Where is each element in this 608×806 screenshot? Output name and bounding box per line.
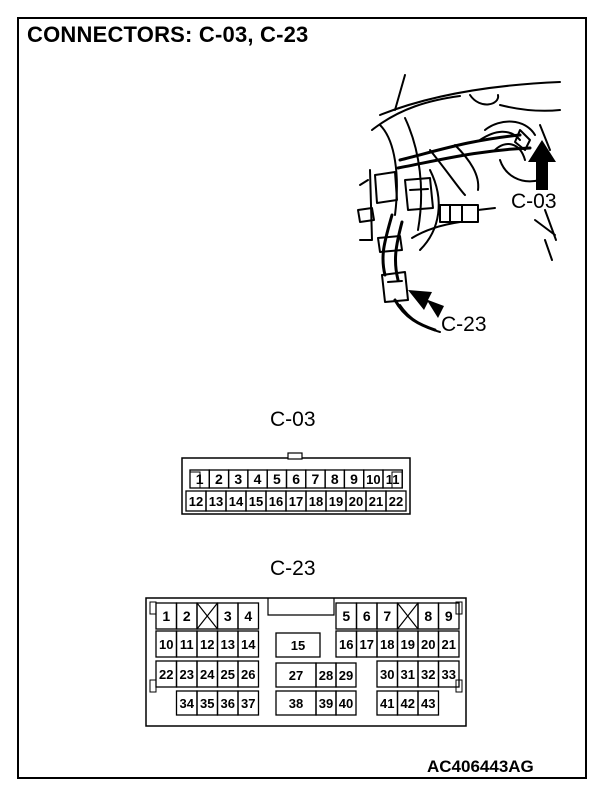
pin-number: 21 xyxy=(442,637,456,652)
pin-number: 1 xyxy=(196,471,204,487)
pin-number: 31 xyxy=(401,667,415,682)
pin-number: 39 xyxy=(319,696,333,711)
callout-c23: C-23 xyxy=(441,313,487,336)
pin-number: 8 xyxy=(424,608,432,624)
connector-c03-label: C-03 xyxy=(270,408,316,431)
pin-number: 2 xyxy=(215,471,223,487)
pin-number: 24 xyxy=(200,667,215,682)
pin-number: 12 xyxy=(189,494,203,509)
connector-c23-label: C-23 xyxy=(270,557,316,580)
pin-number: 7 xyxy=(383,608,391,624)
pin-number: 9 xyxy=(445,608,453,624)
unused-pin-cross xyxy=(397,602,419,630)
pin-cell xyxy=(385,490,407,512)
pin-number: 40 xyxy=(339,696,353,711)
pin-number: 29 xyxy=(339,668,353,683)
page-title: CONNECTORS: C-03, C-23 xyxy=(27,22,309,47)
pin-number: 10 xyxy=(159,637,173,652)
pin-number: 6 xyxy=(363,608,371,624)
pin-number: 14 xyxy=(241,637,256,652)
pin-number: 5 xyxy=(342,608,350,624)
pin-number: 36 xyxy=(221,696,235,711)
callout-c03: C-03 xyxy=(511,190,557,213)
pin-number: 22 xyxy=(389,494,403,509)
pin-number: 3 xyxy=(224,608,232,624)
pin-cell xyxy=(237,630,260,658)
pin-number: 7 xyxy=(312,471,320,487)
pin-number: 43 xyxy=(421,696,435,711)
pin-cell xyxy=(335,662,357,688)
pin-cell xyxy=(275,632,321,658)
pin-cell xyxy=(437,630,460,658)
pin-number: 42 xyxy=(401,696,415,711)
pin-number: 8 xyxy=(331,471,339,487)
pin-number: 1 xyxy=(162,608,170,624)
pin-number: 11 xyxy=(386,472,400,487)
pin-number: 13 xyxy=(209,494,223,509)
unused-pin-cross xyxy=(196,602,218,630)
pin-number: 5 xyxy=(273,471,281,487)
pin-number: 41 xyxy=(380,696,394,711)
pin-number: 34 xyxy=(180,696,195,711)
pin-number: 21 xyxy=(369,494,383,509)
pin-number: 38 xyxy=(289,696,303,711)
pin-number: 20 xyxy=(349,494,363,509)
pin-number: 13 xyxy=(221,637,235,652)
pin-number: 18 xyxy=(380,637,394,652)
pin-number: 26 xyxy=(241,667,255,682)
pin-number: 17 xyxy=(360,637,374,652)
pin-number: 9 xyxy=(350,471,358,487)
pin-number: 27 xyxy=(289,668,303,683)
figure-code: AC406443AG xyxy=(427,757,534,776)
pin-number: 28 xyxy=(319,668,333,683)
pin-number: 14 xyxy=(229,494,244,509)
pin-number: 19 xyxy=(401,637,415,652)
pin-number: 25 xyxy=(221,667,235,682)
pin-number: 3 xyxy=(234,471,242,487)
pin-cell xyxy=(417,690,440,716)
pin-cell xyxy=(382,469,403,489)
diagram-frame xyxy=(17,17,587,779)
pin-cell xyxy=(437,660,460,688)
pin-cell xyxy=(237,660,260,688)
pin-number: 11 xyxy=(180,637,194,652)
pin-number: 18 xyxy=(309,494,323,509)
pin-number: 16 xyxy=(269,494,283,509)
pin-cell xyxy=(237,690,260,716)
pin-number: 37 xyxy=(241,696,255,711)
pin-number: 2 xyxy=(183,608,191,624)
pin-number: 17 xyxy=(289,494,303,509)
pin-number: 16 xyxy=(339,637,353,652)
pin-number: 10 xyxy=(366,472,380,487)
pin-cell xyxy=(335,690,357,716)
pin-number: 19 xyxy=(329,494,343,509)
pin-number: 15 xyxy=(291,638,305,653)
pin-number: 35 xyxy=(200,696,214,711)
pin-number: 23 xyxy=(180,667,194,682)
pin-number: 6 xyxy=(292,471,300,487)
pin-number: 33 xyxy=(442,667,456,682)
pin-number: 15 xyxy=(249,494,263,509)
pin-number: 4 xyxy=(254,471,262,487)
pin-number: 32 xyxy=(421,667,435,682)
pin-number: 20 xyxy=(421,637,435,652)
pin-number: 22 xyxy=(159,667,173,682)
pin-cell xyxy=(237,602,260,630)
pin-number: 12 xyxy=(200,637,214,652)
pin-cell xyxy=(437,602,460,630)
pin-number: 4 xyxy=(244,608,252,624)
pin-number: 30 xyxy=(380,667,394,682)
